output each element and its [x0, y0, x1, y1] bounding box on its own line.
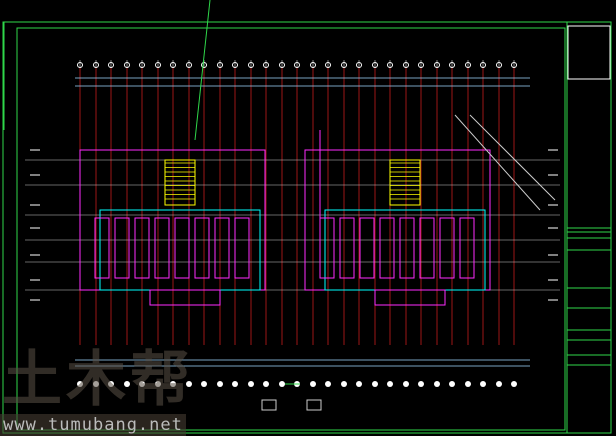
wall-outline	[79, 149, 266, 291]
axis-bubble	[217, 62, 223, 68]
axis-bubble	[124, 381, 130, 387]
room	[379, 217, 395, 279]
axis-bubble	[387, 62, 393, 68]
axis-bubble	[341, 62, 347, 68]
axis-bubble	[217, 381, 223, 387]
axis-bubble	[248, 381, 254, 387]
angled-wall	[469, 114, 556, 201]
watermark-logo: 土木帮	[2, 345, 194, 415]
axis-bubble	[263, 381, 269, 387]
room	[134, 217, 150, 279]
axis-bubble	[372, 62, 378, 68]
axis-bubble	[279, 62, 285, 68]
axis-bubble	[325, 62, 331, 68]
axis-bubble	[186, 381, 192, 387]
title-block-logo-area	[567, 25, 611, 80]
axis-bubble	[108, 381, 114, 387]
axis-bubble	[201, 62, 207, 68]
room	[174, 217, 190, 279]
axis-bubble	[310, 381, 316, 387]
room	[94, 217, 110, 279]
axis-bubble	[232, 62, 238, 68]
axis-bubble	[496, 381, 502, 387]
axis-bubble	[124, 62, 130, 68]
axis-bubble	[186, 62, 192, 68]
angled-wall	[454, 114, 541, 211]
hatch-legend	[261, 399, 277, 411]
axis-bubble	[434, 62, 440, 68]
axis-bubble	[341, 381, 347, 387]
axis-bubble	[434, 381, 440, 387]
axis-bubble	[279, 381, 285, 387]
room	[439, 217, 455, 279]
stair	[389, 159, 421, 206]
axis-bubble	[139, 62, 145, 68]
axis-bubble	[449, 62, 455, 68]
room	[419, 217, 435, 279]
axis-bubble	[511, 381, 517, 387]
axis-bubble	[170, 381, 176, 387]
axis-bubble	[496, 62, 502, 68]
axis-bubble	[356, 62, 362, 68]
room	[194, 217, 210, 279]
axis-bubble	[139, 381, 145, 387]
axis-bubble	[480, 62, 486, 68]
room	[359, 217, 375, 279]
axis-bubble	[155, 62, 161, 68]
axis-bubble	[372, 381, 378, 387]
axis-bubble	[511, 62, 517, 68]
axis-bubble	[403, 62, 409, 68]
axis-bubble	[108, 62, 114, 68]
axis-bubble	[294, 62, 300, 68]
axis-bubble	[77, 62, 83, 68]
room	[459, 217, 475, 279]
axis-bubble	[93, 62, 99, 68]
axis-bubble	[77, 381, 83, 387]
axis-bubble	[465, 62, 471, 68]
axis-bubble	[248, 62, 254, 68]
axis-bubble	[263, 62, 269, 68]
axis-bubble	[170, 62, 176, 68]
axis-bubble	[418, 62, 424, 68]
room	[319, 217, 335, 279]
room	[114, 217, 130, 279]
room	[399, 217, 415, 279]
axis-bubble	[310, 62, 316, 68]
axis-bubble	[465, 381, 471, 387]
stair	[164, 159, 196, 206]
room	[154, 217, 170, 279]
wall-outline	[304, 149, 491, 291]
axis-bubble	[387, 381, 393, 387]
axis-bubble	[449, 381, 455, 387]
axis-bubble	[403, 381, 409, 387]
axis-bubble	[325, 381, 331, 387]
axis-bubble	[232, 381, 238, 387]
axis-bubble	[93, 381, 99, 387]
axis-bubble	[356, 381, 362, 387]
room	[214, 217, 230, 279]
axis-bubble	[480, 381, 486, 387]
hatch-legend	[306, 399, 322, 411]
inner-frame	[16, 27, 566, 431]
balcony	[374, 289, 446, 306]
leader-line	[194, 0, 211, 141]
axis-bubble	[418, 381, 424, 387]
axis-bubble	[201, 381, 207, 387]
watermark-url: www.tumubang.net	[0, 414, 186, 436]
room	[339, 217, 355, 279]
axis-bubble	[155, 381, 161, 387]
balcony	[149, 289, 221, 306]
room	[234, 217, 250, 279]
